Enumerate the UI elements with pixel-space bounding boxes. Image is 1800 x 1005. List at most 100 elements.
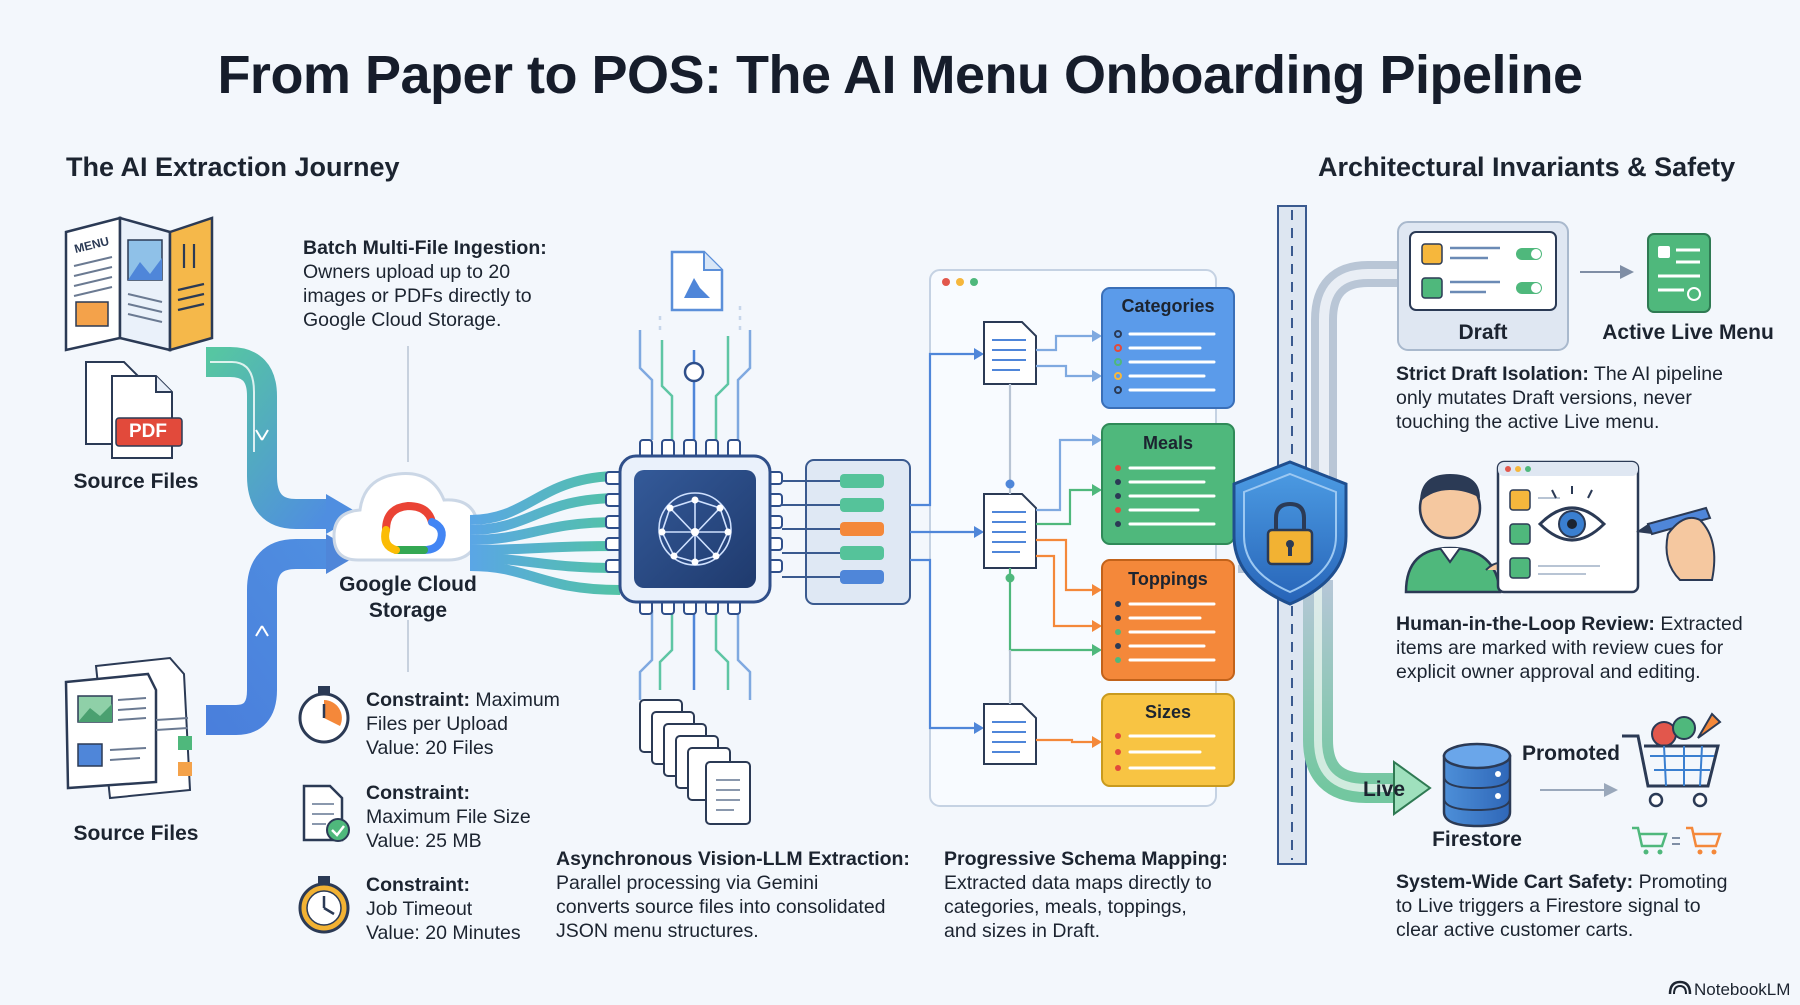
- category-label-categories: Categories: [1121, 296, 1215, 316]
- constraint-block: Constraint: Maximum File Size Value: 25 …: [366, 781, 586, 853]
- right-section-heading: Architectural Invariants & Safety: [1318, 152, 1736, 182]
- category-card-categories: [1101, 287, 1235, 409]
- stopwatch-icon: [298, 686, 350, 744]
- circuit-traces-top: [638, 306, 752, 440]
- circuit-traces-bottom: [638, 610, 752, 700]
- gcs-label: Google Cloud Storage: [318, 572, 498, 624]
- isolation-title: Strict Draft Isolation: The AI pipeline: [1396, 362, 1776, 386]
- schema-line: and sizes in Draft.: [944, 920, 1101, 942]
- constraint-label: Constraint:: [366, 689, 470, 711]
- cart-safety-description: System-Wide Cart Safety: Promoting to Li…: [1396, 870, 1786, 942]
- active-menu-label: Active Live Menu: [1602, 321, 1774, 344]
- schema-to-category-arrowheads: [1005, 330, 1102, 748]
- gcs-label-line-2: Storage: [368, 599, 448, 622]
- shield-lock-icon: [1232, 460, 1348, 606]
- draft-to-live-arrowhead: [1620, 265, 1634, 279]
- extraction-line: converts source files into consolidated: [556, 896, 886, 918]
- reviewer-person-icon: [1404, 474, 1511, 594]
- eye-icon: [1537, 486, 1607, 542]
- source-documents-icon: [64, 656, 192, 800]
- category-card-toppings: [1101, 559, 1235, 681]
- notebooklm-logo-icon: [1668, 980, 1692, 995]
- menu-brochure-icon: [64, 216, 214, 352]
- draft-label: Draft: [1458, 321, 1508, 344]
- constraint-value: Value: 20 Minutes: [366, 922, 521, 944]
- constraint-title: Constraint:: [366, 873, 586, 897]
- image-file-icon: [670, 250, 724, 312]
- constraint-name: Maximum File Size: [366, 806, 531, 828]
- cart-safety-line: to Live triggers a Firestore signal to: [1396, 895, 1701, 917]
- review-heading: Human-in-the-Loop Review:: [1396, 613, 1655, 635]
- category-label-meals: Meals: [1142, 433, 1194, 453]
- timer-icon: [298, 876, 350, 934]
- gcs-label-line-1: Google Cloud: [339, 573, 477, 596]
- extraction-heading: Asynchronous Vision-LLM Extraction:: [556, 848, 910, 870]
- promoted-arrowhead: [1604, 783, 1618, 797]
- cart-safety-heading: System-Wide Cart Safety:: [1396, 871, 1634, 893]
- ingestion-line: Owners upload up to 20: [303, 261, 511, 283]
- constraint-title: Constraint: Maximum: [366, 688, 586, 712]
- page-title: From Paper to POS: The AI Menu Onboardin…: [217, 45, 1583, 105]
- cart-safety-title: System-Wide Cart Safety: Promoting: [1396, 870, 1786, 894]
- isolation-heading: Strict Draft Isolation:: [1396, 363, 1589, 385]
- ingestion-description: Batch Multi-File Ingestion: Owners uploa…: [303, 236, 563, 332]
- constraint-block: Constraint: Maximum Files per Upload Val…: [366, 688, 586, 760]
- stack-to-schema-arrowheads: [974, 348, 984, 734]
- cart-safety-title-rest: Promoting: [1633, 871, 1728, 893]
- review-title-rest: Extracted: [1654, 613, 1743, 635]
- cart-cleared-icon: [1632, 826, 1722, 855]
- constraint-block: Constraint: Job Timeout Value: 20 Minute…: [366, 873, 586, 945]
- schema-description: Progressive Schema Mapping: Extracted da…: [944, 847, 1244, 943]
- constraint-title-rest: Maximum: [470, 689, 560, 711]
- active-menu-icon: [1647, 233, 1711, 313]
- google-cloud-storage-icon: [332, 472, 480, 562]
- isolation-title-rest: The AI pipeline: [1588, 363, 1723, 385]
- document-stack-icon: [639, 699, 751, 825]
- brand-label: NotebookLM: [1694, 980, 1791, 999]
- constraint-label: Constraint:: [366, 782, 470, 804]
- source-files-label-top: Source Files: [73, 470, 199, 493]
- draft-card: [1397, 221, 1569, 351]
- ai-processor-chip-icon: [605, 439, 783, 615]
- firestore-label: Firestore: [1432, 828, 1522, 851]
- constraint-name: Files per Upload: [366, 713, 508, 735]
- document-check-icon: [302, 784, 350, 842]
- category-card-sizes: [1101, 693, 1235, 787]
- data-stream-band: [469, 471, 621, 595]
- schema-to-category-connectors: [1008, 334, 1092, 744]
- isolation-description: Strict Draft Isolation: The AI pipeline …: [1396, 362, 1776, 434]
- ingestion-line: images or PDFs directly to: [303, 285, 532, 307]
- stack-to-schema-connectors: [910, 352, 974, 730]
- review-line: explicit owner approval and editing.: [1396, 661, 1701, 683]
- live-label: Live: [1362, 778, 1406, 801]
- isolation-line: only mutates Draft versions, never: [1396, 387, 1692, 409]
- pdf-badge-label: PDF: [129, 421, 167, 442]
- constraint-title: Constraint:: [366, 781, 586, 805]
- constraint-name: Job Timeout: [366, 898, 473, 920]
- review-description: Human-in-the-Loop Review: Extracted item…: [1396, 612, 1786, 684]
- constraint-value: Value: 25 MB: [366, 830, 482, 852]
- schema-line: categories, meals, toppings,: [944, 896, 1187, 918]
- category-label-toppings: Toppings: [1128, 569, 1208, 589]
- extraction-description: Asynchronous Vision-LLM Extraction: Para…: [556, 847, 916, 943]
- schema-line: Extracted data maps directly to: [944, 872, 1212, 894]
- left-section-heading: The AI Extraction Journey: [66, 152, 400, 182]
- ingestion-line: Google Cloud Storage.: [303, 309, 502, 331]
- shopping-cart-icon: [1622, 712, 1722, 808]
- live-pipe: [1303, 580, 1396, 803]
- constraint-label: Constraint:: [366, 874, 470, 896]
- schema-doc-icon: [983, 703, 1037, 765]
- live-arrowhead: [1393, 760, 1432, 816]
- promoted-label: Promoted: [1521, 742, 1620, 765]
- schema-doc-icon: [983, 321, 1037, 385]
- schema-doc-icon: [983, 493, 1037, 569]
- schema-heading: Progressive Schema Mapping:: [944, 848, 1228, 870]
- pdf-file-icon: [85, 361, 183, 459]
- review-title: Human-in-the-Loop Review: Extracted: [1396, 612, 1786, 636]
- extraction-line: Parallel processing via Gemini: [556, 872, 819, 894]
- upload-flow-top-arrow: [206, 347, 328, 529]
- constraint-value: Value: 20 Files: [366, 737, 494, 759]
- json-output-stack-icon: [782, 459, 911, 605]
- source-files-label-bottom: Source Files: [73, 822, 199, 845]
